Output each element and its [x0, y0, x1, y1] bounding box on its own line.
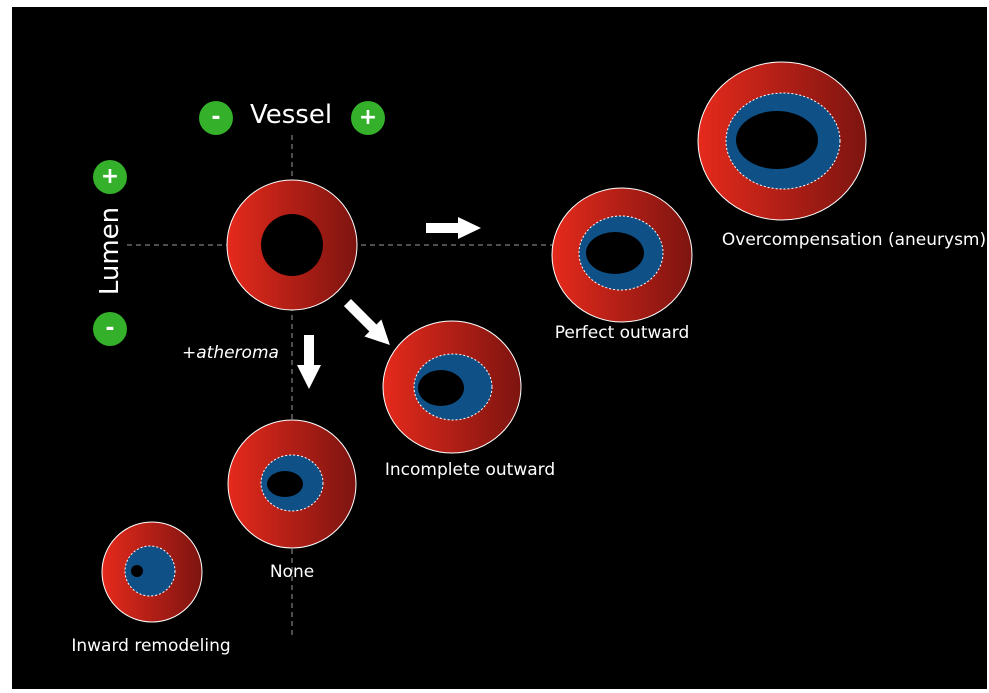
lumen-plus-badge: +: [93, 160, 127, 194]
arrow-down: [297, 335, 321, 389]
arrow-down-right: [343, 299, 390, 345]
plaque-inward-remodeling: [124, 545, 176, 597]
lumen-baseline: [261, 214, 323, 276]
label-incomplete-outward: Incomplete outward: [384, 460, 556, 480]
vessel-perfect-outward: [551, 187, 693, 323]
vessel-inward-remodeling: [101, 521, 203, 623]
diagram-canvas: - Vessel + + Lumen - +atheroma Perfect o…: [12, 7, 987, 689]
lumen-axis-title: Lumen: [95, 206, 125, 296]
vessel-axis-title: Vessel: [250, 100, 333, 130]
lumen-overcompensation: [736, 111, 818, 169]
label-overcompensation: Overcompensation (aneurysm): [721, 230, 987, 250]
lumen-minus-badge: -: [93, 312, 127, 346]
vessel-plus-badge: +: [351, 101, 385, 135]
lumen-perfect-outward: [586, 232, 644, 274]
lumen-none: [267, 471, 303, 497]
label-inward-remodeling: Inward remodeling: [71, 636, 231, 656]
atheroma-annotation: +atheroma: [182, 343, 279, 363]
remodeling-diagram: [101, 61, 867, 639]
vessel-incomplete-outward: [382, 320, 522, 454]
label-none: None: [269, 562, 315, 582]
lumen-inward-remodeling: [131, 565, 143, 577]
vessel-none: [227, 419, 357, 549]
label-perfect-outward: Perfect outward: [554, 323, 690, 343]
vessel-baseline: [226, 179, 358, 311]
vessel-overcompensation: [697, 61, 867, 221]
arrow-right: [426, 217, 481, 239]
lumen-incomplete-outward: [418, 370, 464, 406]
vessel-minus-badge: -: [199, 101, 233, 135]
